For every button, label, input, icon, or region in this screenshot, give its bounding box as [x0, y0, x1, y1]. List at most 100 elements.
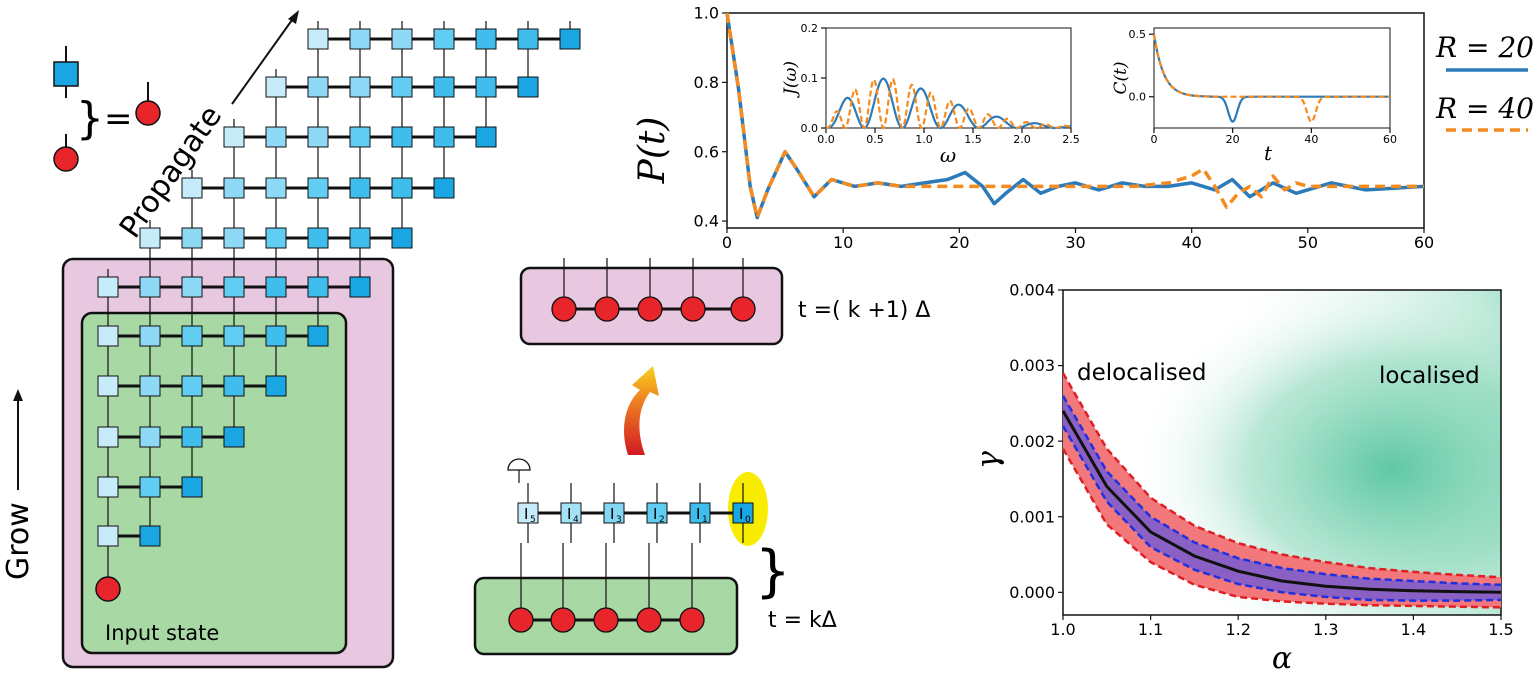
input-state-label: Input state	[105, 621, 219, 645]
y-tick-label: 0.004	[1009, 281, 1055, 300]
tensor-square	[475, 126, 497, 148]
spectral-density-r40	[826, 77, 1072, 130]
tensor-square	[307, 28, 329, 50]
tensor-square	[139, 227, 161, 249]
tensor-square	[223, 126, 245, 148]
y-tick-label: 0.2	[801, 22, 819, 35]
tensor-square	[139, 426, 161, 448]
inset-background	[1154, 28, 1390, 128]
grow-arrow: Grow	[1, 389, 36, 580]
x-tick-label: 60	[1414, 233, 1434, 252]
tensor-square	[181, 426, 203, 448]
y-tick-label: 0.000	[1009, 583, 1055, 602]
y-tick-label: 0.1	[801, 72, 819, 85]
site-identity-glyph: I	[567, 505, 571, 523]
tensor-square	[391, 227, 413, 249]
x-tick-label: 1.0	[1050, 620, 1075, 639]
y-tick-label: 0.0	[801, 122, 819, 135]
red-node	[551, 296, 577, 322]
site-index-label: 3	[616, 515, 622, 525]
site-index-label: 2	[659, 515, 665, 525]
x-tick-label: 0.0	[817, 133, 835, 146]
tensor-square	[391, 76, 413, 98]
tensor-square	[223, 276, 245, 298]
tensor-square	[433, 126, 455, 148]
tensor-square	[181, 476, 203, 498]
tensor-square	[265, 76, 287, 98]
x-tick-label: 60	[1383, 133, 1397, 146]
x-tick-label: 1.2	[1225, 620, 1250, 639]
y-tick-label: 1.0	[694, 4, 719, 23]
tensor-square	[223, 325, 245, 347]
tensor-square	[139, 276, 161, 298]
y-axis-label: γ	[971, 451, 1006, 469]
x-tick-label: 2.0	[1013, 133, 1031, 146]
site-identity-glyph: I	[524, 505, 528, 523]
legend-label-r20: R = 20	[1435, 31, 1534, 64]
legend-equals: =	[104, 99, 133, 139]
tensor-square	[391, 126, 413, 148]
x-tick-label: 10	[833, 233, 853, 252]
x-tick-label: 1.5	[964, 133, 982, 146]
tensor-square	[181, 227, 203, 249]
legend-label-r40: R = 40	[1435, 92, 1534, 125]
red-node	[593, 607, 619, 633]
time-k1-label: t =( k +1) Δ	[798, 298, 930, 323]
blue-bound-upper	[1061, 395, 1502, 587]
red-node	[730, 296, 756, 322]
x-tick-label: 50	[1298, 233, 1318, 252]
tensor-square	[349, 28, 371, 50]
site-tensor	[560, 502, 582, 524]
red-node	[550, 607, 576, 633]
tensor-square	[265, 276, 287, 298]
red-node-icon	[53, 146, 79, 172]
delocalised-label: delocalised	[1077, 360, 1206, 386]
tensor-square	[307, 177, 329, 199]
spectral-density-r20	[826, 77, 1071, 130]
axes-frame	[1062, 289, 1502, 616]
tensor-square	[223, 426, 245, 448]
tensor-square	[97, 426, 119, 448]
red-node	[680, 296, 706, 322]
tensor-square	[349, 276, 371, 298]
tensor-square	[391, 177, 413, 199]
tensor-square	[265, 375, 287, 397]
site-index-label: 0	[745, 515, 751, 525]
red-node	[594, 296, 620, 322]
site-identity-glyph: I	[696, 505, 700, 523]
tensor-square	[517, 76, 539, 98]
blue-bound-lower	[1061, 425, 1502, 602]
tensor-square	[433, 76, 455, 98]
tensor-square	[223, 227, 245, 249]
tensor-square	[97, 325, 119, 347]
x-tick-label: 2.5	[1062, 133, 1080, 146]
site-identity-glyph: I	[653, 505, 657, 523]
y-tick-label: 0.002	[1009, 432, 1055, 451]
grow-label: Grow	[1, 502, 36, 580]
tensor-square	[307, 126, 329, 148]
tensor-square	[139, 375, 161, 397]
x-tick-label: 0.5	[866, 133, 884, 146]
step-brace: }	[755, 539, 791, 604]
tensor-square	[97, 276, 119, 298]
x-tick-label: 0	[722, 233, 732, 252]
equivalence-legend: } =	[53, 46, 161, 172]
tensor-square	[181, 276, 203, 298]
tensor-square	[307, 276, 329, 298]
tensor-square	[517, 28, 539, 50]
tensor-square	[265, 325, 287, 347]
tensor-square	[307, 325, 329, 347]
series-line-r40	[725, 12, 1424, 220]
x-tick-label: 20	[949, 233, 969, 252]
site-tensor	[646, 502, 668, 524]
x-axis-label: ω	[940, 143, 956, 167]
site-identity-glyph: I	[739, 505, 743, 523]
x-tick-label: 1.4	[1401, 620, 1426, 639]
y-axis-label: C(t)	[1111, 61, 1131, 94]
uncertainty-band-inner	[1063, 395, 1501, 601]
y-tick-label: 0.003	[1009, 356, 1055, 375]
tensor-square	[475, 28, 497, 50]
